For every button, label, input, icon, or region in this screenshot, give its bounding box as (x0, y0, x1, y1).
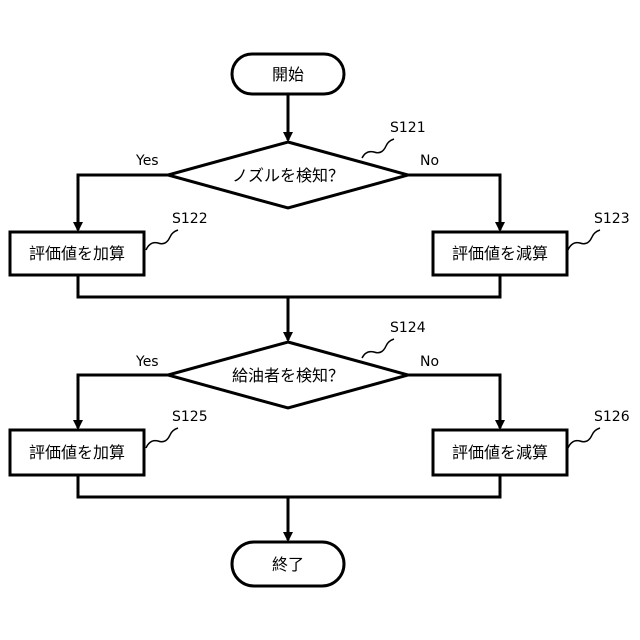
branch-yes-2: Yes (135, 354, 159, 370)
step-leader-s125 (146, 428, 178, 448)
connector-merge-2 (78, 475, 500, 497)
start-label: 開始 (272, 65, 304, 84)
step-label-s125: S125 (172, 409, 208, 425)
branch-no-1: No (420, 153, 439, 169)
step-leader-s123 (568, 230, 600, 250)
decision-refueler-label: 給油者を検知？ (232, 366, 344, 385)
process-sub-1-label: 評価値を減算 (452, 244, 548, 263)
step-label-s121: S121 (390, 120, 426, 136)
step-leader-s122 (146, 230, 178, 250)
step-leader-s124 (362, 339, 394, 358)
connector-d2-yes (78, 375, 168, 428)
process-add-1-label: 評価値を加算 (29, 244, 125, 263)
connector-merge-1 (78, 275, 500, 297)
step-label-s123: S123 (594, 211, 630, 227)
step-leader-s126 (568, 428, 600, 448)
process-sub-2-label: 評価値を減算 (452, 443, 548, 462)
branch-yes-1: Yes (135, 153, 159, 169)
end-label: 終了 (272, 555, 304, 574)
step-label-s126: S126 (594, 409, 630, 425)
connector-d1-no (408, 175, 500, 230)
step-leader-s121 (362, 139, 394, 158)
step-label-s122: S122 (172, 211, 208, 227)
connector-d2-no (408, 375, 500, 428)
process-add-2-label: 評価値を加算 (29, 443, 125, 462)
branch-no-2: No (420, 354, 439, 370)
connector-d1-yes (78, 175, 168, 230)
decision-nozzle-label: ノズルを検知？ (232, 166, 344, 185)
step-label-s124: S124 (390, 320, 426, 336)
